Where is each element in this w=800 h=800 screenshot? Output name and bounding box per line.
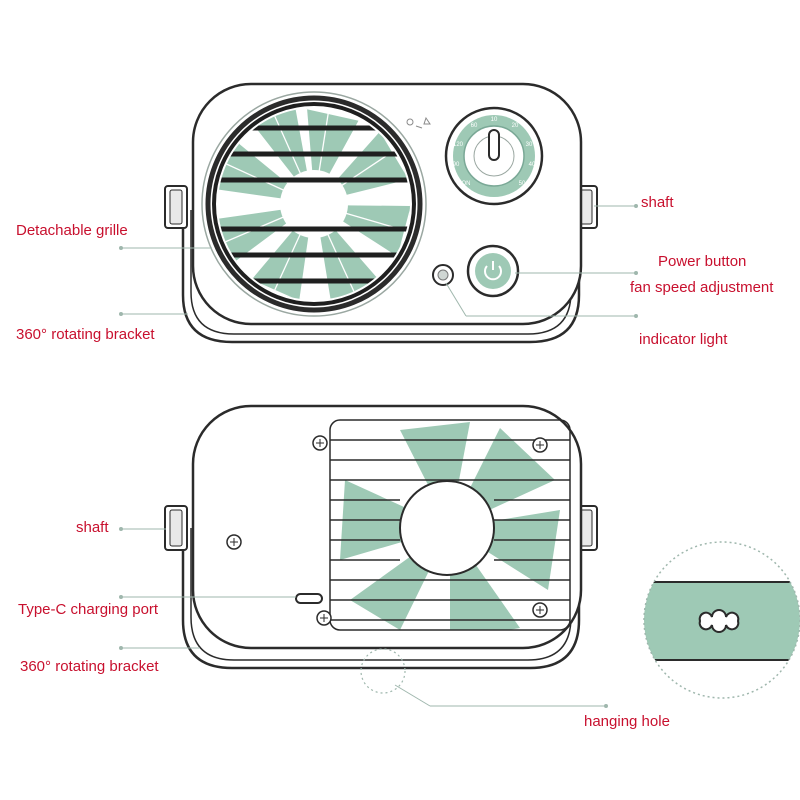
label-shaft-back: shaft (76, 519, 109, 536)
detachable-grille-ring (212, 102, 416, 306)
label-rotating-bracket-front: 360° rotating bracket (16, 326, 155, 343)
back-grille (329, 419, 571, 631)
svg-text:ON: ON (462, 181, 471, 187)
label-indicator-light: indicator light (639, 331, 728, 348)
label-power-button: Power button (658, 253, 747, 270)
label-shaft-front: shaft (641, 194, 674, 211)
svg-text:20: 20 (512, 123, 519, 129)
indicator-light-icon (432, 264, 454, 286)
leader-dots (119, 204, 638, 708)
svg-text:60: 60 (471, 123, 478, 129)
hanging-hole-zoom (643, 541, 800, 699)
front-view: 10 20 30 40 50 60 120 90 ON (164, 82, 598, 344)
type-c-port-icon (295, 593, 323, 604)
label-rotating-bracket-back: 360° rotating bracket (20, 658, 159, 675)
label-hanging-hole: hanging hole (584, 713, 670, 730)
label-fan-speed: fan speed adjustment (630, 279, 774, 296)
timer-dial-icon: 10 20 30 40 50 60 120 90 ON (444, 106, 544, 206)
svg-text:40: 40 (529, 162, 536, 168)
back-rotating-bracket (181, 528, 581, 670)
keyhole-icon (698, 609, 740, 633)
svg-text:120: 120 (453, 142, 464, 148)
leader-lines (121, 205, 636, 707)
svg-text:50: 50 (519, 181, 526, 187)
svg-text:90: 90 (453, 162, 460, 168)
power-icon (466, 244, 520, 298)
screw-icons (226, 435, 548, 626)
svg-text:10: 10 (491, 117, 498, 123)
rotation-icon (406, 116, 431, 129)
front-rotating-bracket (181, 210, 581, 344)
hanging-hole-marker (360, 648, 406, 694)
back-view (164, 404, 800, 699)
label-type-c-port: Type-C charging port (18, 601, 159, 618)
label-detachable-grille: Detachable grille (16, 222, 128, 239)
svg-text:30: 30 (526, 142, 533, 148)
